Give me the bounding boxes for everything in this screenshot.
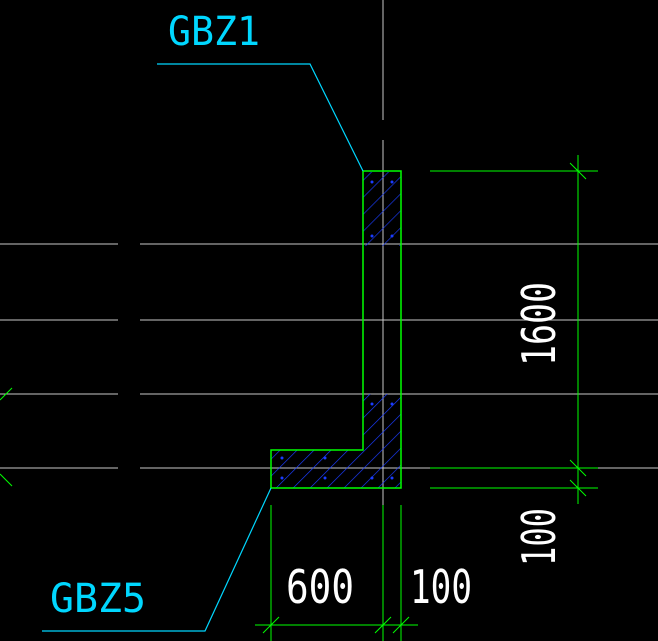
label-gbz1[interactable]: GBZ1 xyxy=(168,9,260,55)
tick-top xyxy=(569,162,587,180)
wall-section[interactable] xyxy=(270,170,402,489)
label-gbz5[interactable]: GBZ5 xyxy=(50,576,146,622)
dim-text-100-horizontal: 100 xyxy=(410,560,472,614)
edge-tick-left-1 xyxy=(0,387,13,401)
hatch-top xyxy=(363,172,401,246)
leader-gbz1 xyxy=(157,63,364,172)
tick-left xyxy=(262,616,280,634)
tick-mid xyxy=(569,459,587,477)
leader-gbz5 xyxy=(42,487,272,632)
tick-right xyxy=(392,616,410,634)
dim-text-600: 600 xyxy=(286,560,354,614)
dim-text-1600: 1600 xyxy=(512,282,566,366)
dim-text-100-vertical: 100 xyxy=(512,508,566,566)
dimension-lines xyxy=(0,155,598,641)
tick-bottom xyxy=(569,479,587,497)
edge-tick-left-2 xyxy=(0,473,13,487)
hatch-bottom-vertical xyxy=(363,394,401,488)
hatch-bottom-horizontal xyxy=(271,450,363,488)
rebar-dots xyxy=(280,180,394,480)
leader-lines xyxy=(42,63,364,632)
tick-center xyxy=(374,616,392,634)
